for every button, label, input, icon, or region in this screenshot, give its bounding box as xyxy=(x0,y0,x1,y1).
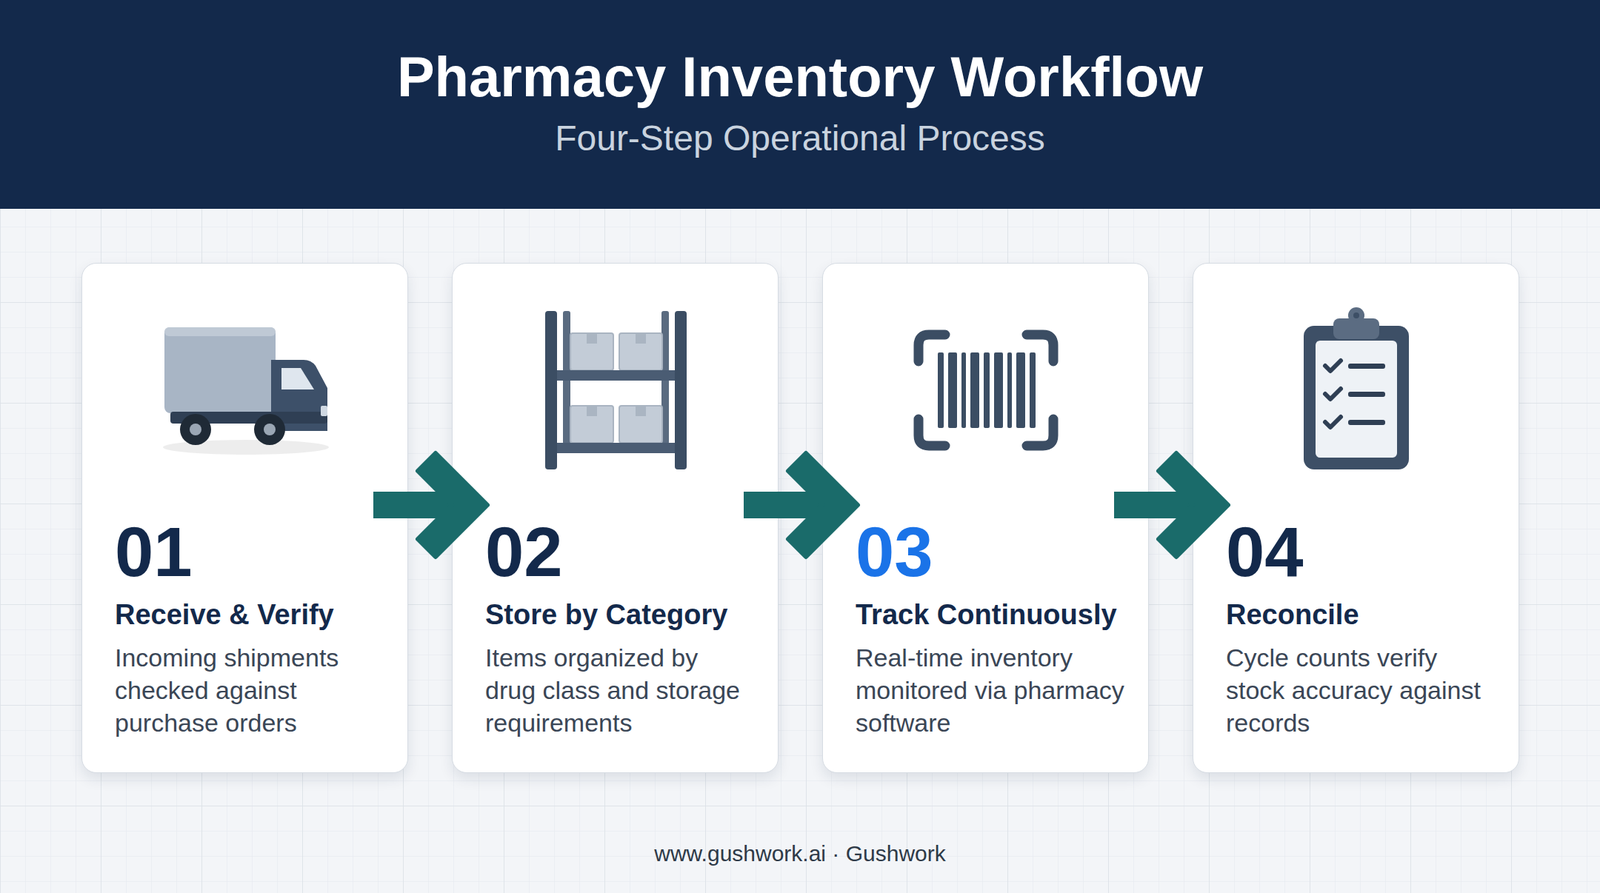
clipboard-board xyxy=(1303,325,1409,470)
step-description: Real-time inventory monitored via pharma… xyxy=(855,641,1132,740)
shelf-board xyxy=(546,370,687,381)
truck-icon xyxy=(162,327,329,455)
barcode-bar xyxy=(961,352,966,429)
barcode-bar xyxy=(937,352,944,429)
clipboard-icon xyxy=(1303,307,1409,470)
truck-wheel xyxy=(180,414,212,446)
step-description: Cycle counts verify stock accuracy again… xyxy=(1225,641,1492,740)
box-tape xyxy=(635,333,646,344)
barcode-bar xyxy=(970,352,980,429)
truck-window xyxy=(281,368,315,390)
process-card: 03Track ContinuouslyReal-time inventory … xyxy=(822,262,1149,774)
scan-bracket xyxy=(918,419,946,446)
step-title: Store by Category xyxy=(485,598,728,633)
process-card: 02Store by CategoryItems organized by dr… xyxy=(451,262,779,774)
flow-arrow xyxy=(408,491,452,519)
header-band xyxy=(0,0,1600,209)
check-mark xyxy=(1325,417,1341,428)
scan-bracket xyxy=(918,334,946,362)
truck-hub xyxy=(263,423,276,436)
box-tape xyxy=(586,333,598,344)
flow-arrow xyxy=(1148,491,1193,519)
icon-shadow xyxy=(162,440,329,455)
truck-hub xyxy=(189,423,202,436)
diagram-title: Pharmacy Inventory Workflow xyxy=(0,48,1600,106)
truck-light xyxy=(320,405,328,417)
check-mark xyxy=(1325,360,1341,372)
truck-cargo xyxy=(164,327,276,414)
barcode-bar xyxy=(948,352,958,429)
storage-box xyxy=(619,333,663,371)
clipboard-clip-hole xyxy=(1353,312,1360,319)
step-number: 02 xyxy=(485,517,563,588)
barcode-bar xyxy=(1016,352,1026,429)
step-number: 04 xyxy=(1225,517,1304,588)
clipboard-clip xyxy=(1348,307,1365,324)
truck-chassis xyxy=(170,411,328,424)
grid-pattern xyxy=(0,208,1600,893)
shelf-rear-post xyxy=(661,311,669,445)
shelf-rear-post xyxy=(562,311,571,445)
barcode-bar xyxy=(983,352,990,429)
scan-bracket xyxy=(1026,334,1054,362)
step-description: Incoming shipments checked against purch… xyxy=(114,641,393,740)
shelf-board xyxy=(546,442,687,454)
barcode-bar xyxy=(1029,352,1036,429)
storage-box xyxy=(570,333,614,371)
storage-box xyxy=(570,405,614,443)
barcode-icon xyxy=(918,334,1054,446)
shelf-post xyxy=(545,311,558,470)
flow-arrow xyxy=(778,491,823,519)
step-description: Items organized by drug class and storag… xyxy=(485,641,748,740)
truck-cab xyxy=(271,360,328,432)
step-number: 03 xyxy=(855,517,934,588)
list-line xyxy=(1348,420,1386,426)
process-card: 04ReconcileCycle counts verify stock acc… xyxy=(1192,262,1520,774)
truck-cargo-top xyxy=(164,327,276,337)
box-tape xyxy=(586,405,598,417)
barcode-bar xyxy=(994,352,1003,429)
footer-credit: www.gushwork.ai · Gushwork xyxy=(0,842,1600,866)
subtitle: Four-Step Operational Process xyxy=(0,120,1600,157)
truck-wheel xyxy=(254,414,286,446)
step-number: 01 xyxy=(114,517,193,588)
list-line xyxy=(1348,391,1386,398)
process-card: 01Receive & VerifyIncoming shipments che… xyxy=(81,262,409,774)
storage-box xyxy=(619,405,663,443)
step-title: Track Continuously xyxy=(855,598,1118,633)
clipboard-paper xyxy=(1315,340,1398,458)
step-title: Reconcile xyxy=(1225,598,1360,633)
step-title: Receive & Verify xyxy=(114,598,335,633)
shelf-post xyxy=(674,311,687,470)
clipboard-clip xyxy=(1333,318,1380,340)
check-mark xyxy=(1325,388,1341,400)
barcode-bars xyxy=(937,352,1036,429)
barcode-bar xyxy=(1007,352,1012,429)
shelf-icon xyxy=(545,311,687,470)
box-tape xyxy=(635,405,646,417)
list-line xyxy=(1348,363,1386,369)
scan-bracket xyxy=(1026,419,1054,446)
